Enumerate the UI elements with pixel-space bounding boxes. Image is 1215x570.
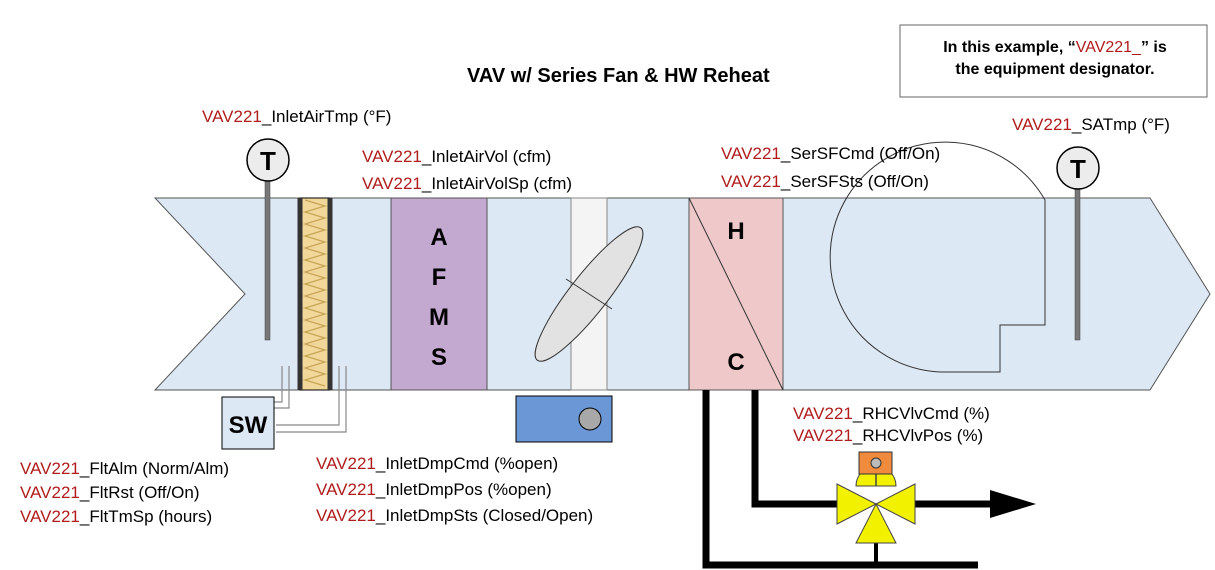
coil-icon: H C bbox=[688, 197, 784, 391]
label-rhc-vlv-pos: VAV221_RHCVlvPos (%) bbox=[793, 426, 983, 445]
label-sa-tmp: VAV221_SATmp (°F) bbox=[1012, 115, 1170, 134]
label-inlet-air-vol-sp: VAV221_InletAirVolSp (cfm) bbox=[362, 174, 572, 193]
control-valve-icon bbox=[836, 465, 916, 544]
coil-label-c: C bbox=[727, 349, 744, 376]
afms-letter-a: A bbox=[430, 224, 447, 251]
label-rhc-vlv-cmd: VAV221_RHCVlvCmd (%) bbox=[793, 404, 990, 423]
airflow-station-icon: A F M S bbox=[390, 197, 488, 391]
differential-pressure-switch-icon: SW bbox=[221, 366, 347, 450]
label-ser-sf-cmd: VAV221_SerSFCmd (Off/On) bbox=[721, 144, 940, 163]
label-flt-tm-sp: VAV221_FltTmSp (hours) bbox=[20, 507, 212, 526]
label-ser-sf-sts: VAV221_SerSFSts (Off/On) bbox=[721, 172, 929, 191]
label-inlet-dmp-pos: VAV221_InletDmpPos (%open) bbox=[316, 480, 552, 499]
temperature-sensor-icon: T bbox=[1056, 146, 1100, 341]
label-flt-alm: VAV221_FltAlm (Norm/Alm) bbox=[20, 459, 229, 478]
temperature-sensor-icon: T bbox=[246, 138, 290, 341]
damper-actuator-icon bbox=[515, 395, 613, 443]
note-line-1: In this example, “VAV221_” is bbox=[943, 39, 1167, 56]
label-inlet-air-vol: VAV221_InletAirVol (cfm) bbox=[362, 147, 551, 166]
fan-icon bbox=[829, 141, 1046, 373]
label-inlet-air-tmp: VAV221_InletAirTmp (°F) bbox=[202, 107, 391, 126]
hot-water-piping bbox=[702, 390, 1036, 569]
label-inlet-dmp-cmd: VAV221_InletDmpCmd (%open) bbox=[316, 454, 558, 473]
inlet-temp-sensor-label: T bbox=[260, 146, 276, 176]
label-flt-rst: VAV221_FltRst (Off/On) bbox=[20, 483, 200, 502]
afms-letter-f: F bbox=[432, 264, 447, 291]
damper-icon bbox=[534, 197, 644, 391]
afms-letter-m: M bbox=[429, 304, 449, 331]
afms-letter-s: S bbox=[431, 344, 447, 371]
note-line-2: the equipment designator. bbox=[955, 61, 1154, 78]
diagram-title: VAV w/ Series Fan & HW Reheat bbox=[467, 65, 770, 87]
note-box: In this example, “VAV221_” is the equipm… bbox=[899, 24, 1208, 98]
coil-label-h: H bbox=[727, 218, 744, 245]
filter-icon bbox=[297, 197, 333, 391]
sa-temp-sensor-label: T bbox=[1070, 154, 1086, 184]
switch-label: SW bbox=[229, 412, 268, 439]
label-inlet-dmp-sts: VAV221_InletDmpSts (Closed/Open) bbox=[316, 506, 593, 525]
valve-actuator-icon bbox=[858, 451, 893, 475]
